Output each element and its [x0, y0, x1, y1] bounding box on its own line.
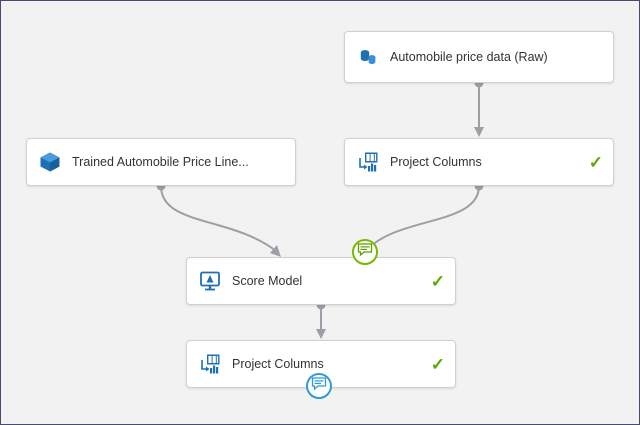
- edge-trained-to-score: [160, 185, 277, 252]
- project-columns-icon: [197, 351, 223, 377]
- badge-score-model-comment[interactable]: [352, 239, 378, 265]
- edge-project-to-score: [365, 185, 480, 252]
- badge-project-columns-comment[interactable]: [306, 373, 332, 399]
- project-columns-icon: [355, 149, 381, 175]
- arrow-head-bottom-project-in: [316, 329, 326, 339]
- node-label: Score Model: [232, 274, 303, 288]
- node-project-columns-top[interactable]: Project Columns ✓: [344, 138, 614, 186]
- status-check-icon: ✓: [430, 354, 445, 374]
- node-trained-model[interactable]: Trained Automobile Price Line...: [26, 138, 296, 186]
- status-check-icon: ✓: [588, 152, 603, 172]
- cube-icon: [37, 149, 63, 175]
- score-model-icon: [197, 268, 223, 294]
- comment-blue-icon: [311, 376, 327, 397]
- node-score-model[interactable]: Score Model ✓: [186, 257, 456, 305]
- arrow-head-score-in-left: [270, 245, 281, 257]
- node-label: Project Columns: [390, 155, 482, 169]
- arrow-head-project-in: [474, 127, 484, 137]
- node-label: Automobile price data (Raw): [390, 50, 548, 64]
- comment-green-icon: [357, 242, 373, 263]
- node-label: Project Columns: [232, 357, 324, 371]
- status-check-icon: ✓: [430, 271, 445, 291]
- dataset-icon: [355, 44, 381, 70]
- node-automobile-price-data[interactable]: Automobile price data (Raw): [344, 31, 614, 83]
- node-label: Trained Automobile Price Line...: [72, 155, 249, 169]
